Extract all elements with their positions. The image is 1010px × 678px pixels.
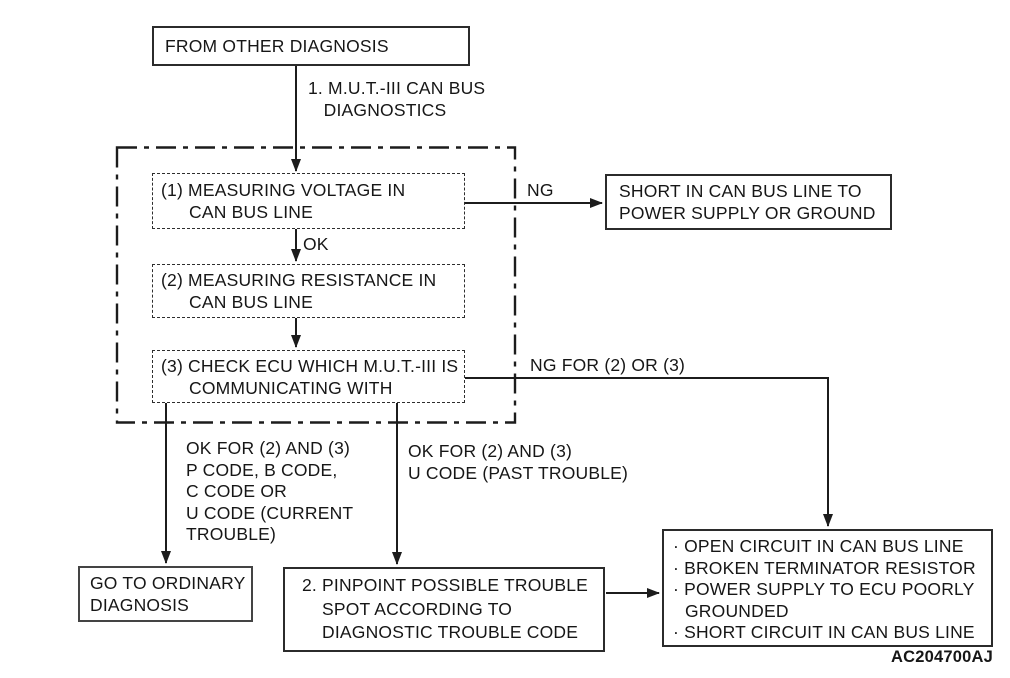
cause-item: · SHORT CIRCUIT IN CAN BUS LINE	[673, 622, 975, 642]
edge-label-line3: C CODE OR	[186, 481, 287, 501]
node-label-line1: (1) MEASURING VOLTAGE IN	[161, 180, 406, 200]
edge-label-line2: DIAGNOSTICS	[323, 100, 447, 120]
node-step1-measure-voltage: (1) MEASURING VOLTAGE IN CAN BUS LINE	[152, 173, 465, 229]
mut-diagnostics-boundary	[115, 146, 517, 424]
edge-label-ok-past-trouble: OK FOR (2) AND (3) U CODE (PAST TROUBLE)	[408, 441, 628, 484]
node-label-line2: SPOT ACCORDING TO	[322, 598, 513, 619]
node-label-line1: SHORT IN CAN BUS LINE TO	[619, 181, 862, 201]
node-step2-measure-resistance: (2) MEASURING RESISTANCE IN CAN BUS LINE	[152, 264, 465, 318]
edge-label-mut3-can-bus-diagnostics: 1. M.U.T.-III CAN BUS DIAGNOSTICS	[308, 77, 486, 121]
cause-item: · OPEN CIRCUIT IN CAN BUS LINE	[673, 536, 964, 556]
edge-label-line1: OK FOR (2) AND (3)	[186, 438, 351, 458]
node-pinpoint-trouble-spot: 2. PINPOINT POSSIBLE TROUBLE SPOT ACCORD…	[283, 567, 605, 652]
edge-label-ok-current-trouble: OK FOR (2) AND (3) P CODE, B CODE, C COD…	[186, 438, 353, 546]
node-label-line1: (2) MEASURING RESISTANCE IN	[161, 270, 437, 290]
node-label: FROM OTHER DIAGNOSIS	[165, 36, 389, 56]
cause-item: · POWER SUPPLY TO ECU POORLY GROUNDED	[673, 579, 975, 621]
node-label-line2: POWER SUPPLY OR GROUND	[619, 203, 876, 223]
node-label-line1: 2. PINPOINT POSSIBLE TROUBLE	[302, 575, 589, 596]
node-from-other-diagnosis: FROM OTHER DIAGNOSIS	[152, 26, 470, 66]
edge-label-line1: 1. M.U.T.-III CAN BUS	[308, 78, 486, 98]
connector-step3-ng-to-causes	[464, 377, 833, 527]
node-label-line1: GO TO ORDINARY	[90, 573, 246, 593]
edge-label-ok: OK	[303, 234, 329, 254]
node-go-ordinary-diagnosis: GO TO ORDINARY DIAGNOSIS	[78, 566, 253, 622]
edge-label-line2: U CODE (PAST TROUBLE)	[408, 462, 629, 483]
node-label-line3: DIAGNOSTIC TROUBLE CODE	[322, 622, 579, 643]
node-label-line2: CAN BUS LINE	[189, 292, 313, 312]
node-step3-check-ecu: (3) CHECK ECU WHICH M.U.T.-III IS COMMUN…	[152, 350, 465, 403]
node-possible-causes: · OPEN CIRCUIT IN CAN BUS LINE · BROKEN …	[662, 529, 993, 647]
node-label-line1: (3) CHECK ECU WHICH M.U.T.-III IS	[161, 355, 459, 376]
node-short-in-can-bus: SHORT IN CAN BUS LINE TO POWER SUPPLY OR…	[605, 174, 892, 230]
cause-item: · BROKEN TERMINATOR RESISTOR	[673, 557, 976, 578]
edge-label-line1: OK FOR (2) AND (3)	[408, 441, 573, 461]
edge-label-ng: NG	[527, 180, 554, 200]
causes-list: · OPEN CIRCUIT IN CAN BUS LINE · BROKEN …	[673, 536, 987, 644]
figure-code: AC204700AJ	[891, 648, 993, 666]
node-label-line2: COMMUNICATING WITH	[189, 377, 393, 398]
edge-label-line4: U CODE (CURRENT	[186, 502, 354, 523]
node-label-line2: CAN BUS LINE	[189, 202, 313, 222]
node-label-line2: DIAGNOSIS	[90, 595, 190, 615]
edge-label-line5: TROUBLE)	[186, 524, 277, 544]
edge-label-line2: P CODE, B CODE,	[186, 459, 338, 480]
edge-label-ng-for-2-or-3: NG FOR (2) OR (3)	[530, 355, 686, 375]
